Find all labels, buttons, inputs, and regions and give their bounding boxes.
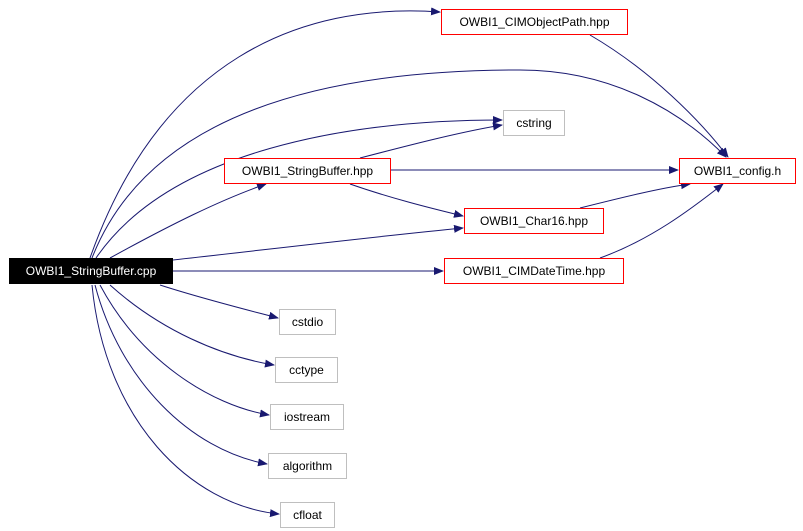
node-label: OWBI1_CIMObjectPath.hpp <box>459 15 610 29</box>
edge-root-to-algorithm <box>94 284 268 467</box>
edge-root-to-cimobjectpath <box>89 7 441 259</box>
node-label: cstring <box>516 116 552 130</box>
node-label: cctype <box>289 363 324 377</box>
edge-root-to-cstdio <box>159 284 279 320</box>
node-label: OWBI1_StringBuffer.cpp <box>25 264 157 278</box>
edge-char16-to-config <box>579 181 691 209</box>
edge-root-to-cctype <box>109 284 275 368</box>
edge-root-to-cfloat <box>91 284 280 518</box>
edge-root-to-stringbuffer-hpp <box>109 183 267 259</box>
edge-cimobjectpath-to-config <box>589 34 729 158</box>
edge-root-to-config-upper <box>91 69 727 259</box>
edge-stringbuffer-hpp-to-cstring <box>359 122 503 159</box>
node-cstdio[interactable]: cstdio <box>279 309 336 335</box>
node-label: cstdio <box>291 315 324 329</box>
node-label: OWBI1_config.h <box>693 164 782 178</box>
edge-stringbuffer-hpp-to-char16 <box>349 183 464 218</box>
node-cctype[interactable]: cctype <box>275 357 338 383</box>
edge-root-to-char16 <box>172 224 464 261</box>
node-label: iostream <box>283 410 330 424</box>
node-label: OWBI1_CIMDateTime.hpp <box>462 264 606 278</box>
node-stringbuffer-cpp[interactable]: OWBI1_StringBuffer.cpp <box>9 258 173 284</box>
node-label: cfloat <box>293 508 322 522</box>
node-cimobjectpath-hpp[interactable]: OWBI1_CIMObjectPath.hpp <box>441 9 628 35</box>
edges-layer <box>89 7 729 518</box>
node-label: OWBI1_StringBuffer.hpp <box>241 164 374 178</box>
node-label: algorithm <box>282 459 333 473</box>
node-iostream[interactable]: iostream <box>270 404 344 430</box>
node-config-h[interactable]: OWBI1_config.h <box>679 158 796 184</box>
edge-root-to-iostream <box>99 284 270 418</box>
node-cimdatetime-hpp[interactable]: OWBI1_CIMDateTime.hpp <box>444 258 624 284</box>
node-cstring[interactable]: cstring <box>503 110 565 136</box>
node-label: OWBI1_Char16.hpp <box>479 214 589 228</box>
node-algorithm[interactable]: algorithm <box>268 453 347 479</box>
node-stringbuffer-hpp[interactable]: OWBI1_StringBuffer.hpp <box>224 158 391 184</box>
node-cfloat[interactable]: cfloat <box>280 502 335 528</box>
node-char16-hpp[interactable]: OWBI1_Char16.hpp <box>464 208 604 234</box>
edge-root-to-cstring <box>95 116 503 259</box>
edge-cimdatetime-to-config <box>599 183 724 259</box>
